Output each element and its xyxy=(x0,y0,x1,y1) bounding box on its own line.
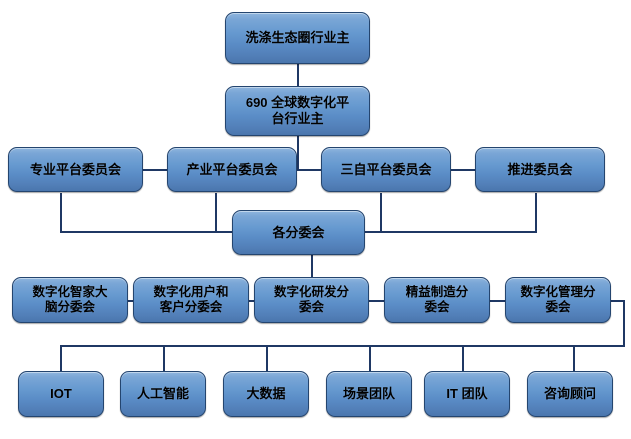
node-artificial-intelligence[interactable]: 人工智能 xyxy=(120,371,206,417)
connector-l5-exit-right xyxy=(611,300,625,302)
connector-l3-link-3 xyxy=(451,169,475,171)
node-professional-platform-committee[interactable]: 专业平台委员会 xyxy=(8,147,143,192)
connector-l2-l3-drop xyxy=(297,136,299,170)
connector-l3-drop-2 xyxy=(215,193,217,233)
node-washing-ecosystem-owner[interactable]: 洗涤生态圈行业主 xyxy=(225,12,370,64)
connector-l5-link-4 xyxy=(490,300,505,302)
connector-l6-drop-1 xyxy=(60,345,62,372)
connector-l6-drop-6 xyxy=(573,345,575,372)
connector-l3-link-2 xyxy=(297,169,321,171)
connector-l4-l5-drop xyxy=(311,255,313,281)
node-scenario-team[interactable]: 场景团队 xyxy=(326,371,412,417)
connector-l6-bus xyxy=(60,345,625,347)
connector-l6-drop-5 xyxy=(462,345,464,372)
connector-l1-l2 xyxy=(297,64,299,92)
node-digital-management-subcommittee[interactable]: 数字化管理分 委会 xyxy=(505,277,611,323)
connector-l3-link-1 xyxy=(143,169,167,171)
node-promotion-committee[interactable]: 推进委员会 xyxy=(475,147,605,192)
connector-l6-drop-2 xyxy=(163,345,165,372)
node-all-subcommittees[interactable]: 各分委会 xyxy=(232,210,365,255)
node-big-data[interactable]: 大数据 xyxy=(223,371,309,417)
node-it-team[interactable]: IT 团队 xyxy=(424,371,510,417)
node-lean-manufacturing-subcommittee[interactable]: 精益制造分 委会 xyxy=(384,277,490,323)
node-digital-smart-home-brain-subcommittee[interactable]: 数字化智家大 脑分委会 xyxy=(12,277,128,323)
node-690-global-digital-platform-owner[interactable]: 690 全球数字化平 台行业主 xyxy=(225,86,370,136)
node-digital-rd-subcommittee[interactable]: 数字化研发分 委会 xyxy=(254,277,369,323)
node-industry-platform-committee[interactable]: 产业平台委员会 xyxy=(167,147,297,192)
node-digital-user-and-customer-subcommittee[interactable]: 数字化用户和 客户分委会 xyxy=(133,277,249,323)
connector-l3-drop-4 xyxy=(535,193,537,233)
node-three-self-platform-committee[interactable]: 三自平台委员会 xyxy=(321,147,451,192)
connector-l6-drop-3 xyxy=(266,345,268,372)
node-consulting-advisor[interactable]: 咨询顾问 xyxy=(527,371,613,417)
connector-l4-bus-left xyxy=(60,231,232,233)
connector-l4-bus-right xyxy=(365,231,537,233)
node-iot[interactable]: IOT xyxy=(18,371,104,417)
connector-l3-drop-1 xyxy=(60,193,62,233)
connector-l5-link-3 xyxy=(369,300,384,302)
connector-l3-drop-3 xyxy=(380,193,382,233)
connector-l6-drop-4 xyxy=(369,345,371,372)
connector-l5-right-down xyxy=(623,300,625,347)
